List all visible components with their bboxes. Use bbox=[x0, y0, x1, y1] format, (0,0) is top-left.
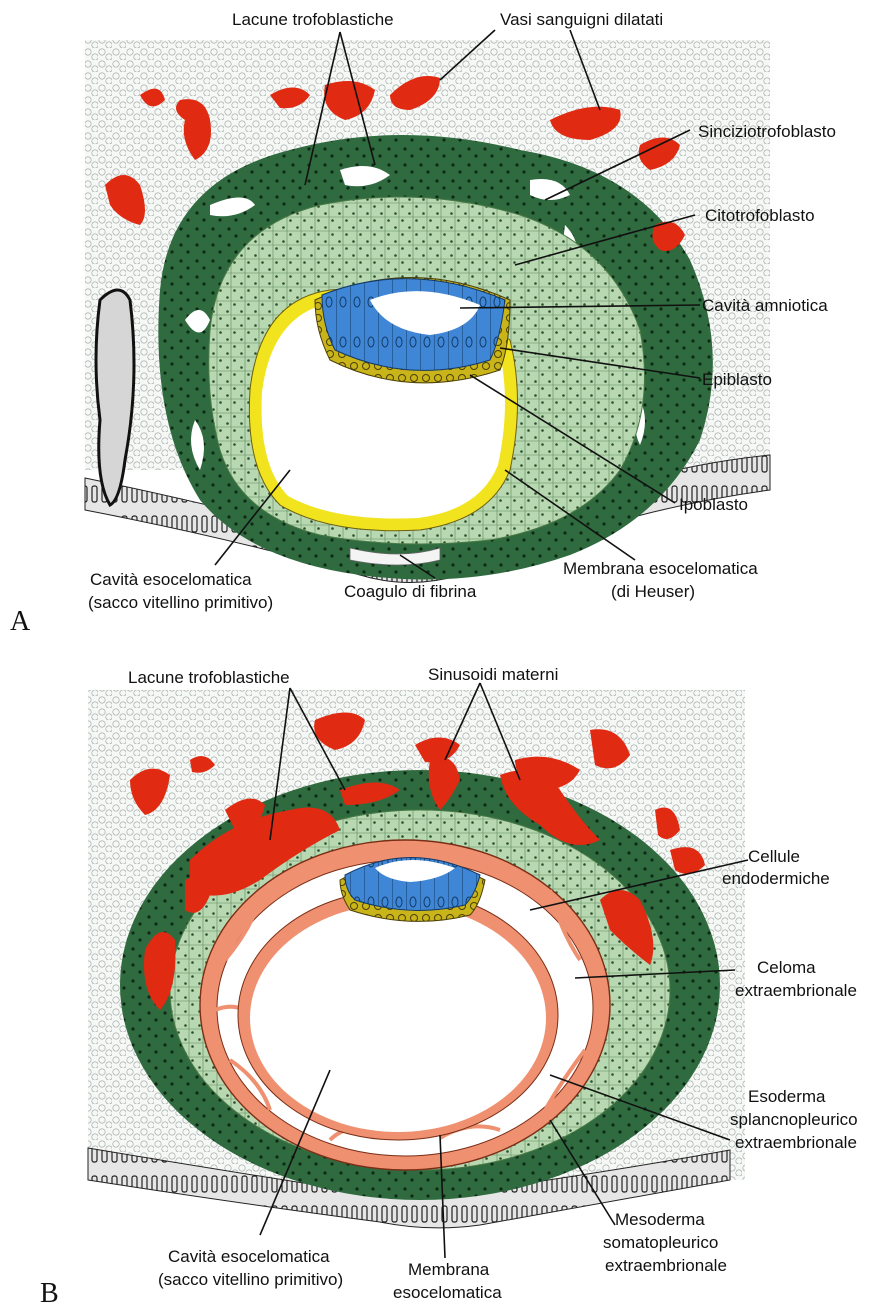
label-extraembrionale-celoma-b: extraembrionale bbox=[735, 981, 857, 1000]
panel-b: Lacune trofoblastiche Sinusoidi materni … bbox=[40, 665, 858, 1309]
label-somatopleurico-b: somatopleurico bbox=[603, 1233, 718, 1252]
panel-letter-a: A bbox=[10, 606, 31, 637]
label-cavita-amniotica-a: Cavità amniotica bbox=[702, 296, 828, 315]
label-vasi-sanguigni-a: Vasi sanguigni dilatati bbox=[500, 10, 663, 29]
label-sinusoidi-materni-b: Sinusoidi materni bbox=[428, 665, 558, 684]
label-cavita-esocelomatica-b: Cavità esocelomatica bbox=[168, 1247, 330, 1266]
label-di-heuser-a: (di Heuser) bbox=[611, 582, 695, 601]
panel-letter-b: B bbox=[40, 1278, 59, 1309]
label-esoderma-b: Esoderma bbox=[748, 1087, 826, 1106]
label-epiblasto-a: Epiblasto bbox=[702, 370, 772, 389]
label-extraembrionale-mesoderma-b: extraembrionale bbox=[605, 1256, 727, 1275]
label-cellule-b: Cellule bbox=[748, 847, 800, 866]
label-coagulo-fibrina-a: Coagulo di fibrina bbox=[344, 582, 477, 601]
label-cavita-esocelomatica-a: Cavità esocelomatica bbox=[90, 570, 252, 589]
label-esocelomatica-b: esocelomatica bbox=[393, 1283, 502, 1302]
label-mesoderma-b: Mesoderma bbox=[615, 1210, 705, 1229]
exocoelomic-cavity-b bbox=[250, 904, 546, 1132]
panel-a: Lacune trofoblastiche Vasi sanguigni dil… bbox=[10, 10, 836, 637]
label-lacune-trofoblastiche-b: Lacune trofoblastiche bbox=[128, 668, 290, 687]
label-sacco-vitellino-b: (sacco vitellino primitivo) bbox=[158, 1270, 343, 1289]
label-splancnopleurico-b: splancnopleurico bbox=[730, 1110, 858, 1129]
label-extraembrionale-esoderma-b: extraembrionale bbox=[735, 1133, 857, 1152]
label-sacco-vitellino-a: (sacco vitellino primitivo) bbox=[88, 593, 273, 612]
label-ipoblasto-a: Ipoblasto bbox=[679, 495, 748, 514]
label-sinciziotrofoblasto-a: Sinciziotrofoblasto bbox=[698, 122, 836, 141]
label-membrana-b: Membrana bbox=[408, 1260, 490, 1279]
label-citotrofoblasto-a: Citotrofoblasto bbox=[705, 206, 815, 225]
uterine-gland-a bbox=[96, 290, 134, 505]
label-endodermiche-b: endodermiche bbox=[722, 869, 830, 888]
label-membrana-esocelomatica-a: Membrana esocelomatica bbox=[563, 559, 758, 578]
label-celoma-b: Celoma bbox=[757, 958, 816, 977]
label-lacune-trofoblastiche-a: Lacune trofoblastiche bbox=[232, 10, 394, 29]
